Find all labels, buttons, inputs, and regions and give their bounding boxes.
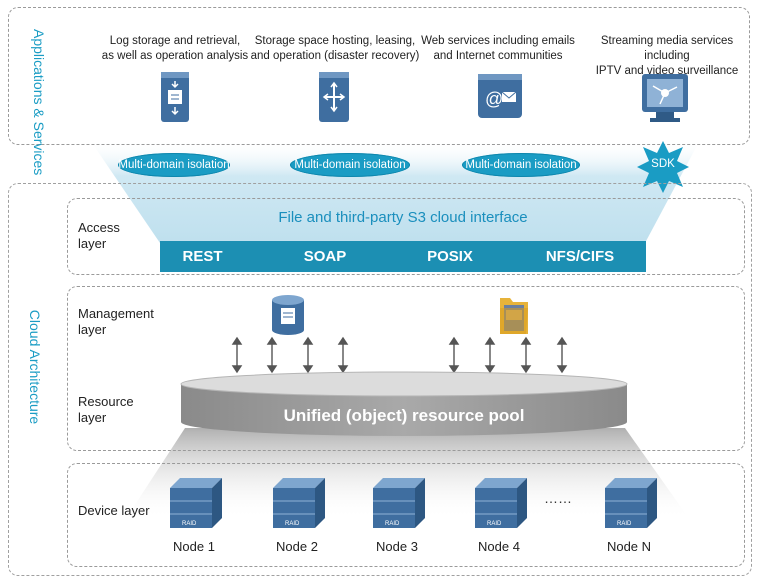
data-flow-arrows	[231, 336, 568, 374]
node-2-label: Node 2	[276, 539, 318, 554]
double-arrow-icon	[337, 336, 349, 374]
sdk-badge	[637, 141, 689, 193]
device-layer-panel	[67, 463, 745, 567]
folder-icon	[500, 298, 528, 334]
raid-server-icon: RAID	[273, 478, 325, 528]
isolation-ellipse-2: Multi-domain isolation	[290, 153, 410, 177]
raid-server-icon: RAID	[373, 478, 425, 528]
raid-server-icon: RAID	[605, 478, 657, 528]
resource-pool-label: Unified (object) resource pool	[283, 406, 525, 425]
cloud-architecture-label: Cloud Architecture	[27, 309, 43, 425]
service-log-storage-text: Log storage and retrieval,as well as ope…	[101, 35, 249, 62]
raid-label: RAID	[285, 521, 300, 527]
email-icon: @	[478, 74, 522, 118]
double-arrow-icon	[302, 336, 314, 374]
protocol-posix: POSIX	[427, 248, 473, 265]
node-1-label: Node 1	[173, 539, 215, 554]
double-arrow-icon	[556, 336, 568, 374]
raid-label: RAID	[487, 521, 502, 527]
cloud-architecture-panel	[8, 183, 752, 576]
raid-label: RAID	[182, 521, 197, 527]
interface-title: File and third-party S3 cloud interface	[278, 209, 528, 226]
device-layer-label: Device layer	[78, 503, 150, 518]
document-server-icon	[161, 72, 189, 122]
raid-server-icon: RAID	[475, 478, 527, 528]
protocol-soap: SOAP	[303, 248, 347, 265]
raid-label: RAID	[385, 521, 400, 527]
double-arrow-icon	[266, 336, 278, 374]
storage-server-icon	[319, 72, 349, 122]
access-layer-panel	[67, 198, 745, 275]
resource-pool-cylinder	[180, 371, 628, 436]
protocol-nfs-cifs: NFS/CIFS	[545, 248, 615, 265]
applications-services-panel	[8, 7, 750, 145]
double-arrow-icon	[448, 336, 460, 374]
sdk-label: SDK	[651, 158, 675, 170]
double-arrow-icon	[484, 336, 496, 374]
double-arrow-icon	[520, 336, 532, 374]
management-resource-panel	[67, 286, 745, 451]
svg-text:@: @	[485, 89, 503, 109]
raid-label: RAID	[617, 521, 632, 527]
protocol-rest: REST	[182, 248, 223, 265]
isolation-ellipse-3: Multi-domain isolation	[462, 153, 580, 177]
service-storage-hosting-text: Storage space hosting, leasing,and opera…	[250, 35, 420, 62]
database-icon	[272, 295, 304, 335]
node-3-label: Node 3	[376, 539, 418, 554]
protocol-bar	[160, 241, 646, 272]
nodes-ellipsis: ……	[544, 490, 572, 506]
monitor-icon	[642, 74, 688, 122]
storage-nodes: RAID RAID RAID RAID RAID	[170, 478, 657, 528]
isolation-ellipse-1: Multi-domain isolation	[118, 153, 230, 177]
raid-server-icon: RAID	[170, 478, 222, 528]
double-arrow-icon	[231, 336, 243, 374]
applications-services-label: Applications & Services	[31, 29, 47, 176]
node-4-label: Node 4	[478, 539, 520, 554]
node-n-label: Node N	[606, 539, 652, 554]
